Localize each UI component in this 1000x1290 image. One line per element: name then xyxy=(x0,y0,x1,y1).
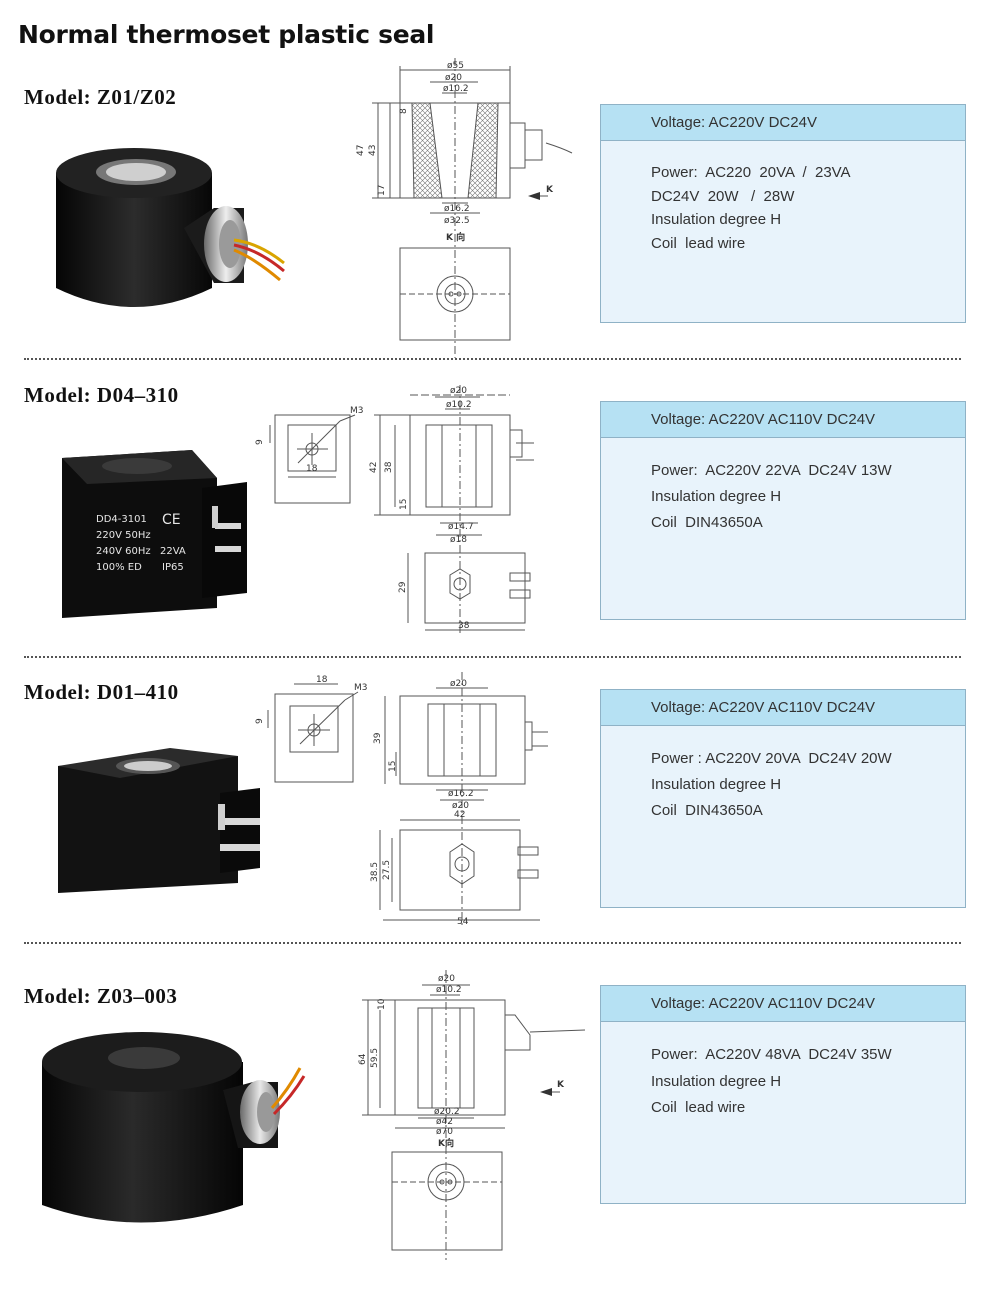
svg-text:42: 42 xyxy=(369,462,379,473)
spec-line: Coil lead wire xyxy=(651,1099,746,1116)
svg-text:ø42: ø42 xyxy=(436,1117,453,1127)
spec-line: Insulation degree H xyxy=(651,488,782,505)
drawing-d04: M3 9 18 ø20 ø10.2 42 38 15 ø14.7 ø18 29 … xyxy=(255,385,534,635)
svg-text:M3: M3 xyxy=(350,406,364,416)
svg-text:38: 38 xyxy=(384,461,394,473)
coil-photo-d04: DD4-3101 CE 220V 50Hz 240V 60Hz 22VA 100… xyxy=(62,450,247,618)
svg-text:K: K xyxy=(557,1080,565,1090)
svg-text:39: 39 xyxy=(373,732,383,744)
svg-text:ø20: ø20 xyxy=(450,386,467,396)
svg-text:29: 29 xyxy=(398,581,408,593)
spec-line: Power: AC220 20VA / 23VA xyxy=(651,164,851,181)
spec-line: Power: AC220V 48VA DC24V 35W xyxy=(651,1046,892,1063)
svg-text:27.5: 27.5 xyxy=(382,860,392,880)
svg-text:ø16.2: ø16.2 xyxy=(444,204,470,214)
svg-text:18: 18 xyxy=(306,464,318,474)
section-divider xyxy=(24,942,961,944)
svg-text:22VA: 22VA xyxy=(160,546,186,557)
section-divider xyxy=(24,358,961,360)
svg-text:IP65: IP65 xyxy=(162,562,184,573)
svg-text:ø20.2: ø20.2 xyxy=(434,1107,460,1117)
spec-line: DC24V 20W / 28W xyxy=(651,187,795,205)
model-label-d01: Model: D01–410 xyxy=(24,680,179,704)
spec-box-d01: Voltage: AC220V AC110V DC24V Power : AC2… xyxy=(600,689,966,908)
spec-voltage: Voltage: AC220V AC110V DC24V xyxy=(601,690,965,726)
svg-text:DD4-3101: DD4-3101 xyxy=(96,514,147,525)
svg-text:220V 50Hz: 220V 50Hz xyxy=(96,530,151,541)
page-title: Normal thermoset plastic seal xyxy=(18,20,435,49)
spec-lines: Power : AC220V 20VA DC24V 20W Insulation… xyxy=(601,726,965,824)
spec-box-z01: Voltage: AC220V DC24V Power: AC220 20VA … xyxy=(600,104,966,323)
spec-line: Power : AC220V 20VA DC24V 20W xyxy=(651,750,892,767)
spec-line: Insulation degree H xyxy=(651,776,782,793)
svg-text:ø16.2: ø16.2 xyxy=(448,789,474,799)
model-label-z03: Model: Z03–003 xyxy=(24,984,178,1008)
svg-text:43: 43 xyxy=(368,145,378,156)
svg-text:54: 54 xyxy=(457,917,469,927)
model-label-d04: Model: D04–310 xyxy=(24,383,179,407)
svg-text:38: 38 xyxy=(458,621,470,631)
svg-text:ø18: ø18 xyxy=(450,535,467,545)
section-divider xyxy=(24,656,961,658)
drawing-d01: 18 M3 9 ø20 39 15 ø16.2 ø20 42 38.5 27.5… xyxy=(255,672,548,927)
coil-photo-d01 xyxy=(58,748,260,893)
svg-text:ø20: ø20 xyxy=(450,679,467,689)
spec-voltage: Voltage: AC220V AC110V DC24V xyxy=(601,402,965,438)
spec-lines: Power: AC220V 22VA DC24V 13W Insulation … xyxy=(601,438,965,536)
spec-box-z03: Voltage: AC220V AC110V DC24V Power: AC22… xyxy=(600,985,966,1204)
svg-text:K: K xyxy=(546,185,554,195)
svg-text:ø20: ø20 xyxy=(452,801,469,811)
svg-text:59.5: 59.5 xyxy=(370,1048,380,1068)
svg-text:64: 64 xyxy=(358,1053,368,1065)
spec-lines: Power: AC220 20VA / 23VA DC24V 20W / 28W… xyxy=(601,141,965,255)
svg-text:CE: CE xyxy=(162,512,181,528)
svg-text:ø55: ø55 xyxy=(447,61,464,71)
svg-text:ø20: ø20 xyxy=(445,73,462,83)
spec-line: Coil DIN43650A xyxy=(651,802,763,819)
drawing-z01: ø55 ø20 ø10.2 47 43 8 17 ø16.2 ø32.5 K K… xyxy=(356,58,573,358)
svg-text:47: 47 xyxy=(356,145,366,156)
spec-line: Power: AC220V 22VA DC24V 13W xyxy=(651,462,892,479)
svg-text:ø32.5: ø32.5 xyxy=(444,216,470,226)
svg-text:ø10.2: ø10.2 xyxy=(446,400,472,410)
svg-text:8: 8 xyxy=(399,108,409,114)
svg-text:ø14.7: ø14.7 xyxy=(448,522,474,532)
svg-text:K向: K向 xyxy=(438,1137,454,1149)
svg-text:15: 15 xyxy=(399,499,409,510)
svg-text:K 向: K 向 xyxy=(446,231,465,243)
svg-text:15: 15 xyxy=(388,761,398,772)
spec-voltage: Voltage: AC220V AC110V DC24V xyxy=(601,986,965,1022)
spec-line: Coil lead wire xyxy=(651,234,746,252)
drawing-z03: ø20 ø10.2 64 59.5 10 ø20.2 ø42 ø70 K K向 xyxy=(358,970,586,1260)
svg-text:ø10.2: ø10.2 xyxy=(443,84,469,94)
spec-box-d04: Voltage: AC220V AC110V DC24V Power: AC22… xyxy=(600,401,966,620)
svg-text:ø20: ø20 xyxy=(438,974,455,984)
svg-text:9: 9 xyxy=(255,439,265,445)
spec-line: Insulation degree H xyxy=(651,211,782,228)
svg-text:100% ED: 100% ED xyxy=(96,562,142,573)
svg-text:10: 10 xyxy=(377,998,387,1010)
svg-text:18: 18 xyxy=(316,675,328,685)
svg-text:240V 60Hz: 240V 60Hz xyxy=(96,546,151,557)
svg-text:ø70: ø70 xyxy=(436,1127,453,1137)
svg-text:17: 17 xyxy=(377,185,387,196)
spec-line: Coil DIN43650A xyxy=(651,514,763,531)
svg-text:M3: M3 xyxy=(354,683,368,693)
coil-photo-z01 xyxy=(56,148,285,307)
spec-lines: Power: AC220V 48VA DC24V 35W Insulation … xyxy=(601,1022,965,1122)
spec-line: Insulation degree H xyxy=(651,1072,782,1090)
svg-text:42: 42 xyxy=(454,810,465,820)
svg-text:ø10.2: ø10.2 xyxy=(436,985,462,995)
coil-photo-z03 xyxy=(42,1032,306,1223)
svg-text:38.5: 38.5 xyxy=(370,862,380,882)
svg-text:9: 9 xyxy=(255,718,265,724)
spec-voltage: Voltage: AC220V DC24V xyxy=(601,105,965,141)
model-label-z01: Model: Z01/Z02 xyxy=(24,85,177,109)
